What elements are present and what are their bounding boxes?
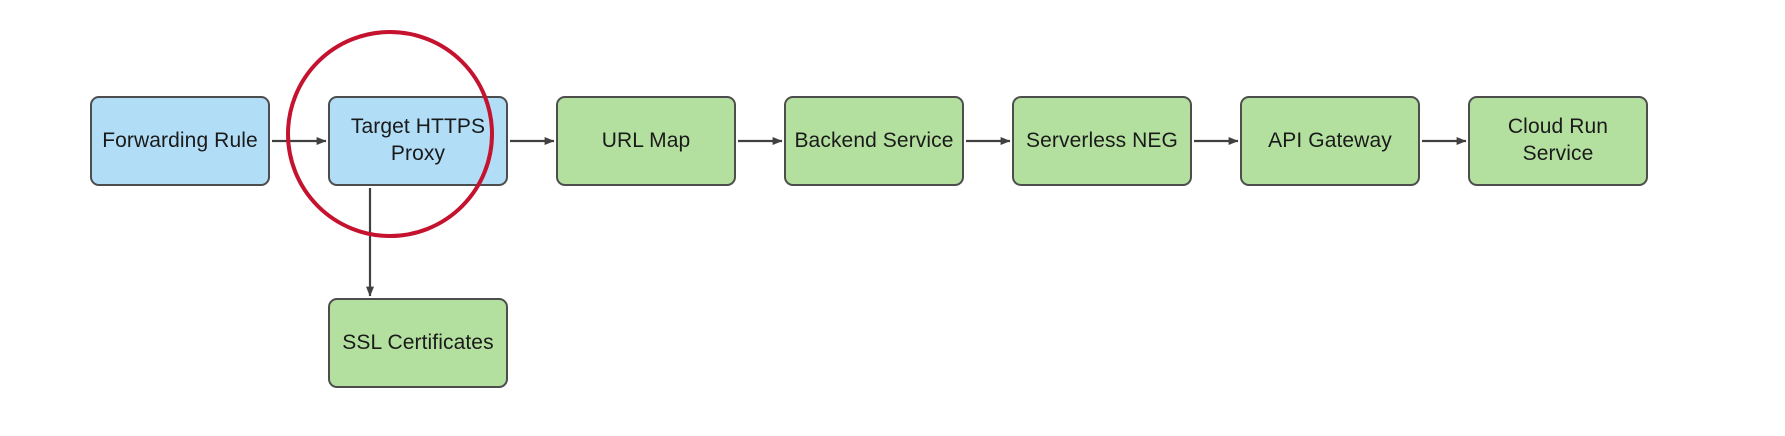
- node-label-ssl-certificates: SSL Certificates: [342, 330, 494, 354]
- node-label-cloud-run-service: Cloud Run Service: [1507, 115, 1609, 165]
- node-cloud-run-service[interactable]: Cloud Run Service: [1468, 96, 1648, 186]
- node-label-url-map: URL Map: [601, 128, 691, 152]
- node-label-target-https-proxy: Target HTTPS Proxy: [350, 115, 486, 165]
- node-backend-service[interactable]: Backend Service: [784, 96, 964, 186]
- node-label-backend-service: Backend Service: [794, 128, 954, 152]
- node-forwarding-rule[interactable]: Forwarding Rule: [90, 96, 270, 186]
- node-ssl-certificates[interactable]: SSL Certificates: [328, 298, 508, 388]
- node-target-https-proxy[interactable]: Target HTTPS Proxy: [328, 96, 508, 186]
- node-label-api-gateway: API Gateway: [1268, 128, 1392, 152]
- node-url-map[interactable]: URL Map: [556, 96, 736, 186]
- node-serverless-neg[interactable]: Serverless NEG: [1012, 96, 1192, 186]
- node-api-gateway[interactable]: API Gateway: [1240, 96, 1420, 186]
- node-label-serverless-neg: Serverless NEG: [1026, 128, 1178, 152]
- node-label-forwarding-rule: Forwarding Rule: [102, 128, 258, 152]
